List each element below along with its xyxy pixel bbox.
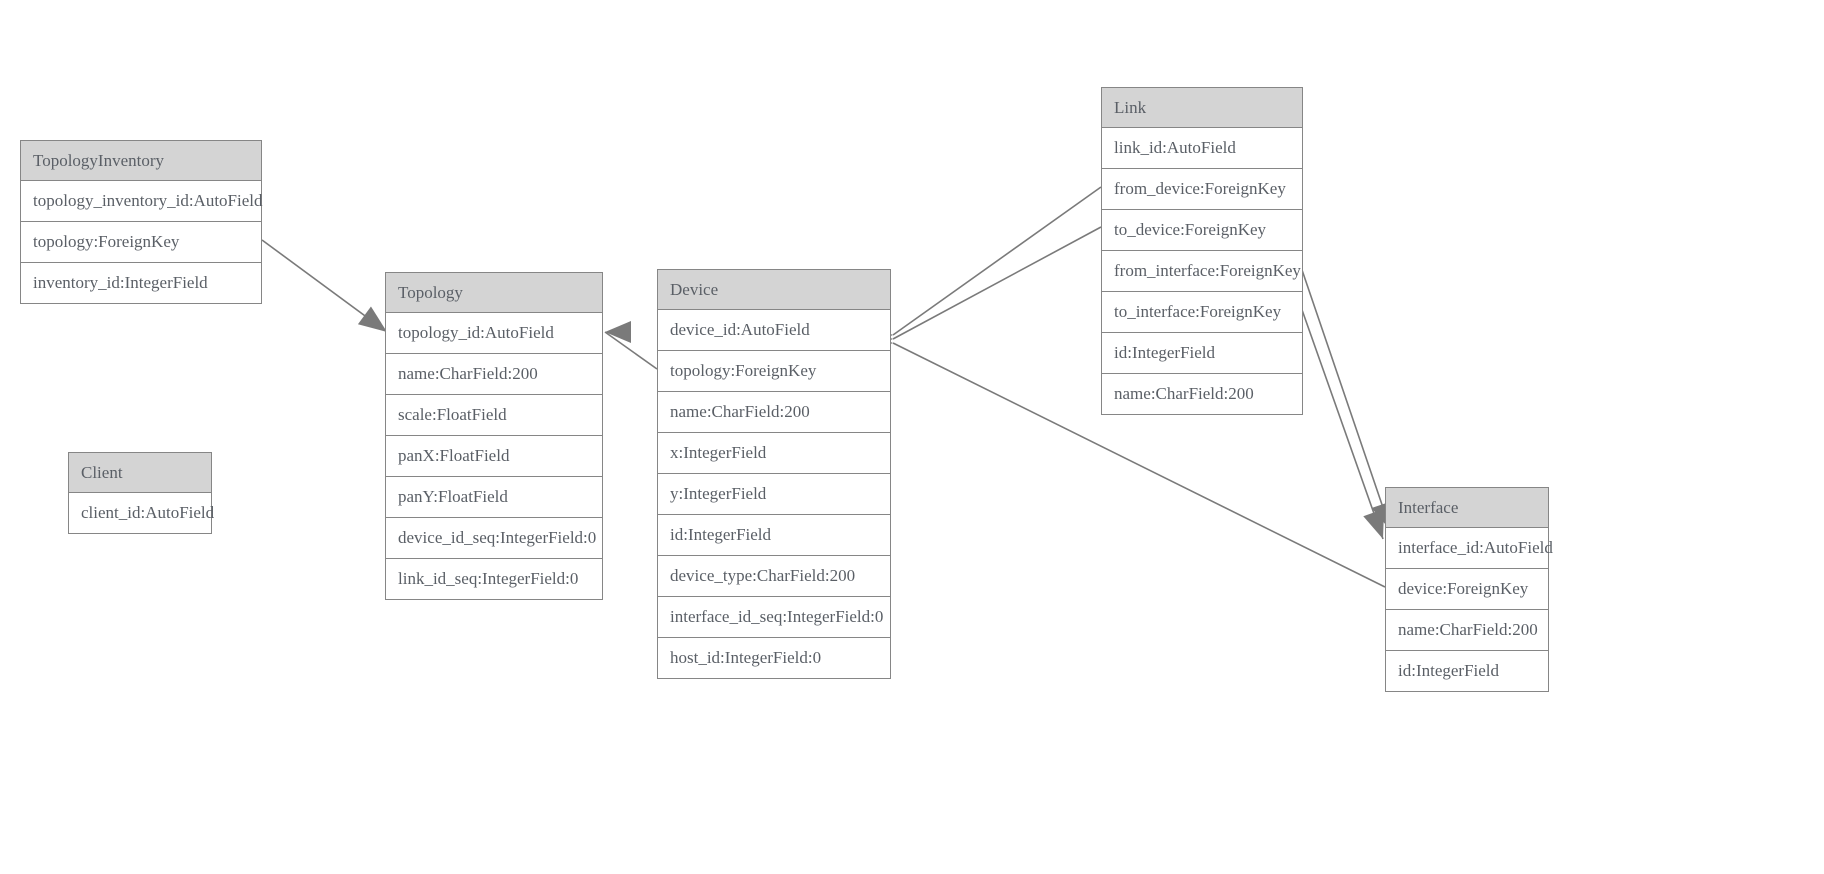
entity-title-link: Link [1102, 88, 1302, 128]
field-row[interactable]: topology:ForeignKey [658, 351, 890, 392]
field-row[interactable]: y:IntegerField [658, 474, 890, 515]
field-row[interactable]: client_id:AutoField [81, 503, 215, 522]
field-row[interactable]: device_type:CharField:200 [658, 556, 890, 597]
field-row[interactable]: to_device:ForeignKey [1102, 210, 1302, 251]
field-row[interactable]: id:IntegerField [658, 515, 890, 556]
arrowhead [357, 306, 387, 332]
relation-topologyinventory-topology [261, 239, 388, 333]
field-row[interactable]: interface_id:AutoField [1386, 528, 1553, 569]
field-row[interactable]: id:IntegerField [1102, 333, 1302, 374]
entity-title-interface: Interface [1386, 488, 1548, 528]
field-row[interactable]: name:CharField:200 [386, 354, 602, 395]
field-row[interactable]: x:IntegerField [658, 433, 890, 474]
entity-client[interactable]: Client client_id:AutoField [68, 452, 215, 534]
field-row[interactable]: host_id:IntegerField:0 [670, 648, 822, 667]
relationship-line [1300, 306, 1384, 540]
arrowhead [1363, 508, 1385, 539]
field-row[interactable]: name:CharField:200 [1114, 384, 1254, 403]
relation-link-to-interface [1300, 306, 1385, 540]
field-row[interactable]: panX:FloatField [386, 436, 602, 477]
entity-title-topology_inventory: TopologyInventory [21, 141, 261, 181]
field-row[interactable]: device_id_seq:IntegerField:0 [386, 518, 602, 559]
field-row[interactable]: device:ForeignKey [1386, 569, 1548, 610]
relation-device-topology [604, 321, 658, 370]
field-row[interactable]: scale:FloatField [386, 395, 602, 436]
relationship-line [892, 226, 1102, 340]
relationship-line [261, 239, 388, 333]
field-row[interactable]: interface_id_seq:IntegerField:0 [658, 597, 890, 638]
field-row[interactable]: id:IntegerField [1398, 661, 1500, 680]
field-row[interactable]: from_device:ForeignKey [1102, 169, 1302, 210]
entity-title-client: Client [69, 453, 211, 493]
relation-link-from-device [867, 186, 1102, 346]
entity-title-device: Device [658, 270, 890, 310]
entity-title-topology: Topology [386, 273, 602, 313]
relation-link-to-device [867, 226, 1102, 350]
field-row[interactable]: topology_inventory_id:AutoField [21, 181, 263, 222]
relation-link-from-interface [1300, 266, 1393, 532]
field-row[interactable]: link_id_seq:IntegerField:0 [398, 569, 579, 588]
field-row[interactable]: to_interface:ForeignKey [1102, 292, 1302, 333]
field-row[interactable]: name:CharField:200 [658, 392, 890, 433]
field-row[interactable]: from_interface:ForeignKey [1102, 251, 1302, 292]
relationship-line [1300, 266, 1392, 532]
field-row[interactable]: topology_id:AutoField [386, 313, 602, 354]
relationship-line [892, 186, 1102, 336]
arrowhead [605, 321, 631, 343]
field-row[interactable]: device_id:AutoField [658, 310, 890, 351]
relationship-line [604, 331, 658, 370]
field-row[interactable]: panY:FloatField [386, 477, 602, 518]
field-row[interactable]: topology:ForeignKey [21, 222, 261, 263]
field-row[interactable]: link_id:AutoField [1102, 128, 1302, 169]
field-row[interactable]: inventory_id:IntegerField [33, 273, 208, 292]
field-row[interactable]: name:CharField:200 [1386, 610, 1548, 651]
